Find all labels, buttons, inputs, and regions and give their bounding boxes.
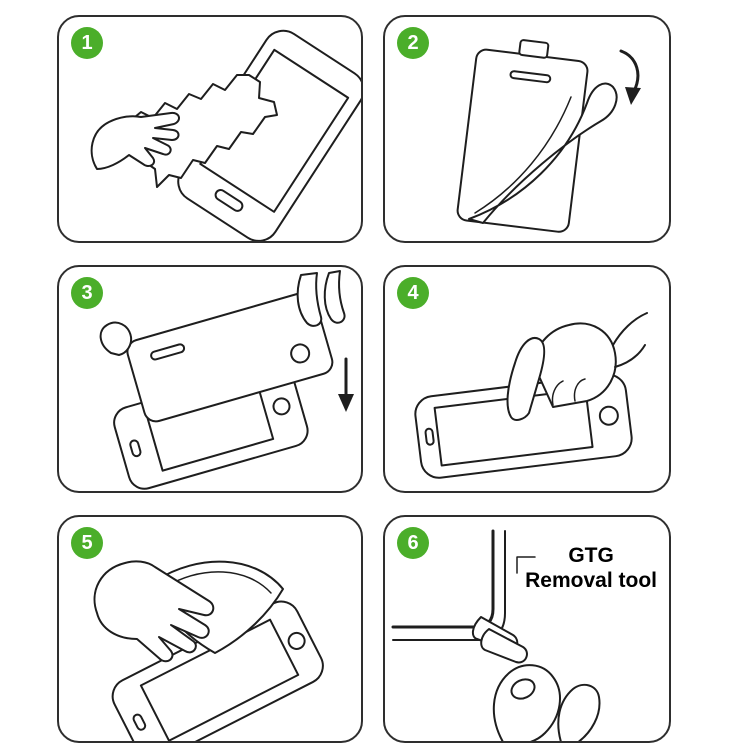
peel-backing-film-illustration: [456, 39, 641, 233]
step-panel-3: 3: [57, 265, 363, 493]
step-6-number-badge: 6: [397, 527, 429, 559]
removal-tool-label-line2: Removal tool: [525, 569, 657, 593]
use-removal-tool-illustration: [391, 529, 601, 741]
step-2-number-badge: 2: [397, 27, 429, 59]
step-5-number-badge: 5: [71, 527, 103, 559]
removal-tool-label-line1: GTG: [568, 544, 614, 567]
press-screen-with-finger-illustration: [414, 312, 648, 479]
step-panel-6: 6 GTG Removal tool: [383, 515, 671, 743]
wipe-phone-with-cloth-illustration: [90, 29, 361, 241]
removal-tool-label: GTG Removal tool: [525, 543, 657, 593]
step-panel-2: 2: [383, 15, 671, 243]
step-4-number-badge: 4: [397, 277, 429, 309]
step-panel-4: 4: [383, 265, 671, 493]
align-glass-over-phone-illustration: [99, 270, 354, 490]
step-3-number-badge: 3: [71, 277, 103, 309]
step-panel-5: 5: [57, 515, 363, 743]
step-panel-1: 1: [57, 15, 363, 243]
step-1-number-badge: 1: [71, 27, 103, 59]
smooth-film-onto-screen-illustration: [93, 560, 324, 741]
